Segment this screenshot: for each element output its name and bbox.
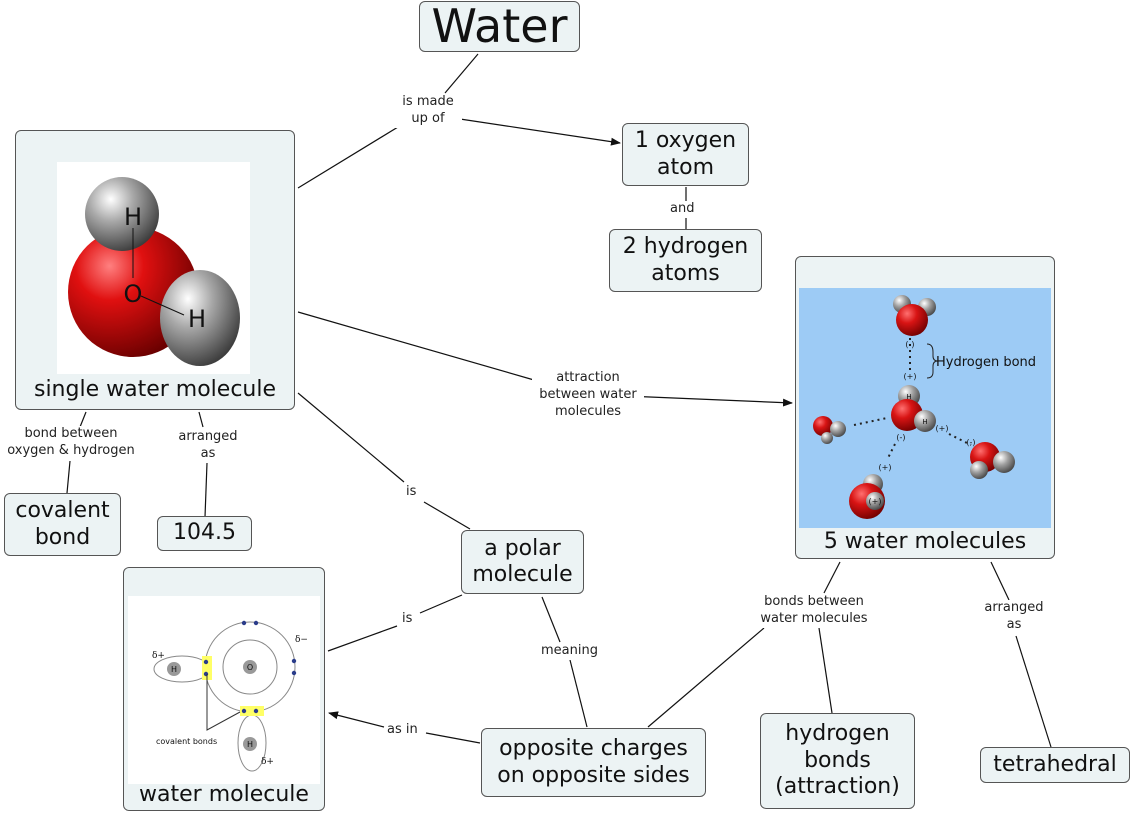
link-is-made-up-of-to-oxygen	[459, 118, 621, 146]
link-molecule-to-is	[297, 392, 405, 483]
water-molecule-caption: water molecule	[139, 781, 309, 807]
svg-text:(+): (+)	[936, 424, 949, 433]
link-bond-between-to-covalent	[66, 460, 71, 494]
link-as-in-to-water-molecule	[328, 711, 385, 728]
polar-molecule-node[interactable]: a polar molecule	[461, 530, 584, 594]
svg-text:δ+: δ+	[261, 757, 274, 767]
title-node[interactable]: Water	[419, 0, 580, 53]
link-bonds-between-to-opposite	[647, 627, 765, 728]
svg-text:H: H	[171, 665, 177, 674]
link-is-to-water-molecule	[327, 625, 398, 652]
link-label-and: and	[670, 201, 695, 218]
link-molecule-to-arranged-as	[198, 411, 204, 428]
svg-text:O: O	[247, 663, 253, 672]
water-molecule-bottom	[849, 474, 885, 519]
water-molecule-3d-image: H O H	[57, 162, 250, 374]
single-water-molecule-caption: single water molecule	[33, 376, 277, 402]
link-label-bond-between: bond between oxygen & hydrogen	[2, 426, 140, 460]
tetrahedral-node[interactable]: tetrahedral	[980, 747, 1130, 783]
svg-text:(+): (+)	[904, 372, 917, 381]
link-is-to-polar	[423, 501, 471, 530]
water-molecule-right	[970, 442, 1015, 479]
covalent-bonds-text: covalent bonds	[156, 737, 217, 746]
opposite-charges-node[interactable]: opposite charges on opposite sides	[481, 728, 706, 797]
link-label-is-1: is	[406, 484, 417, 501]
svg-text:H: H	[247, 740, 253, 749]
hydrogen-bond-text: Hydrogen bond	[936, 355, 1036, 370]
link-opposite-to-as-in	[425, 732, 481, 744]
link-cluster-to-bonds-between	[823, 561, 841, 594]
link-molecule-to-bond-between	[79, 411, 87, 428]
link-label-bonds-between: bonds between water molecules	[752, 594, 876, 628]
link-meaning-to-opposite	[569, 659, 588, 728]
link-cluster-to-arranged-as	[990, 561, 1010, 601]
water-molecule-top	[893, 295, 936, 336]
svg-text:H: H	[906, 393, 911, 401]
hydrogen-sphere-right	[160, 270, 240, 366]
electron-shell-diagram-image: H O H δ+ δ− δ+ covalent bonds	[128, 596, 320, 784]
water-molecule-left	[813, 416, 846, 444]
link-label-arranged-as-2: arranged as	[978, 600, 1050, 634]
link-bonds-between-to-hbonds	[818, 627, 833, 714]
angle-node[interactable]: 104.5	[157, 516, 252, 551]
hydrogen-sphere-top	[85, 177, 159, 251]
link-attraction-to-cluster	[626, 395, 793, 407]
link-water-is-made-up-of	[444, 53, 479, 94]
hydrogen-bond-cluster-image: (-) (+) Hydrogen bond H H (+) (-) (-) (+…	[799, 288, 1051, 528]
o-label: O	[124, 280, 143, 308]
hydrogen-bonds-node[interactable]: hydrogen bonds (attraction)	[760, 713, 915, 809]
link-arranged-as-to-angle	[204, 462, 208, 518]
link-arranged-as-to-tetrahedral	[1015, 635, 1052, 748]
h-label-top: H	[124, 203, 142, 231]
link-label-is-2: is	[402, 611, 413, 628]
link-label-meaning: meaning	[541, 643, 598, 660]
h-label-right: H	[188, 305, 206, 333]
hydrogen-atoms-node[interactable]: 2 hydrogen atoms	[609, 229, 762, 292]
link-label-as-in: as in	[387, 722, 418, 739]
link-polar-to-meaning	[541, 596, 561, 643]
svg-text:(+): (+)	[869, 497, 882, 506]
svg-text:(-): (-)	[905, 340, 914, 349]
covalent-bond-node[interactable]: covalent bond	[4, 493, 121, 556]
link-label-attraction-between: attraction between water molecules	[532, 370, 644, 421]
svg-text:(+): (+)	[879, 463, 892, 472]
water-molecule-center	[891, 385, 936, 432]
five-water-molecules-caption: 5 water molecules	[823, 528, 1027, 554]
svg-text:H: H	[922, 418, 927, 426]
svg-text:(-): (-)	[966, 438, 975, 447]
svg-text:δ+: δ+	[152, 651, 165, 661]
svg-text:δ−: δ−	[295, 635, 308, 645]
link-label-arranged-as-1: arranged as	[172, 429, 244, 463]
svg-text:(-): (-)	[896, 433, 905, 442]
link-molecule-to-is-made-up-of	[297, 126, 399, 189]
link-molecule-to-attraction	[297, 311, 535, 381]
oxygen-atom-node[interactable]: 1 oxygen atom	[622, 123, 749, 186]
link-label-is-made-up-of: is made up of	[394, 94, 462, 128]
link-polar-to-is	[419, 594, 463, 614]
